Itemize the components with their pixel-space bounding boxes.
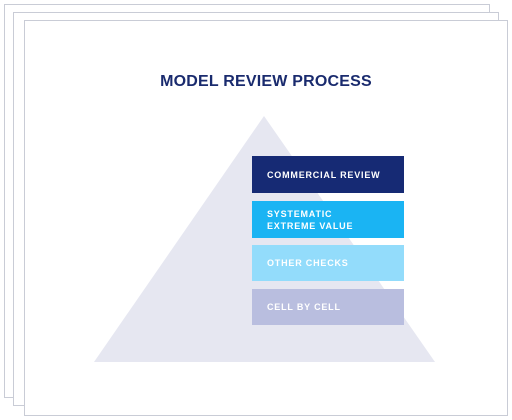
layer-commercial-review: COMMERCIAL REVIEW [252, 156, 404, 193]
diagram-title: MODEL REVIEW PROCESS [160, 73, 372, 90]
pyramid-triangle [94, 116, 435, 362]
layer-systematic-extreme-value: SYSTEMATIC EXTREME VALUE [252, 201, 404, 238]
layer-other-checks: OTHER CHECKS [252, 245, 404, 281]
layer-cell-by-cell: CELL BY CELL [252, 289, 404, 325]
